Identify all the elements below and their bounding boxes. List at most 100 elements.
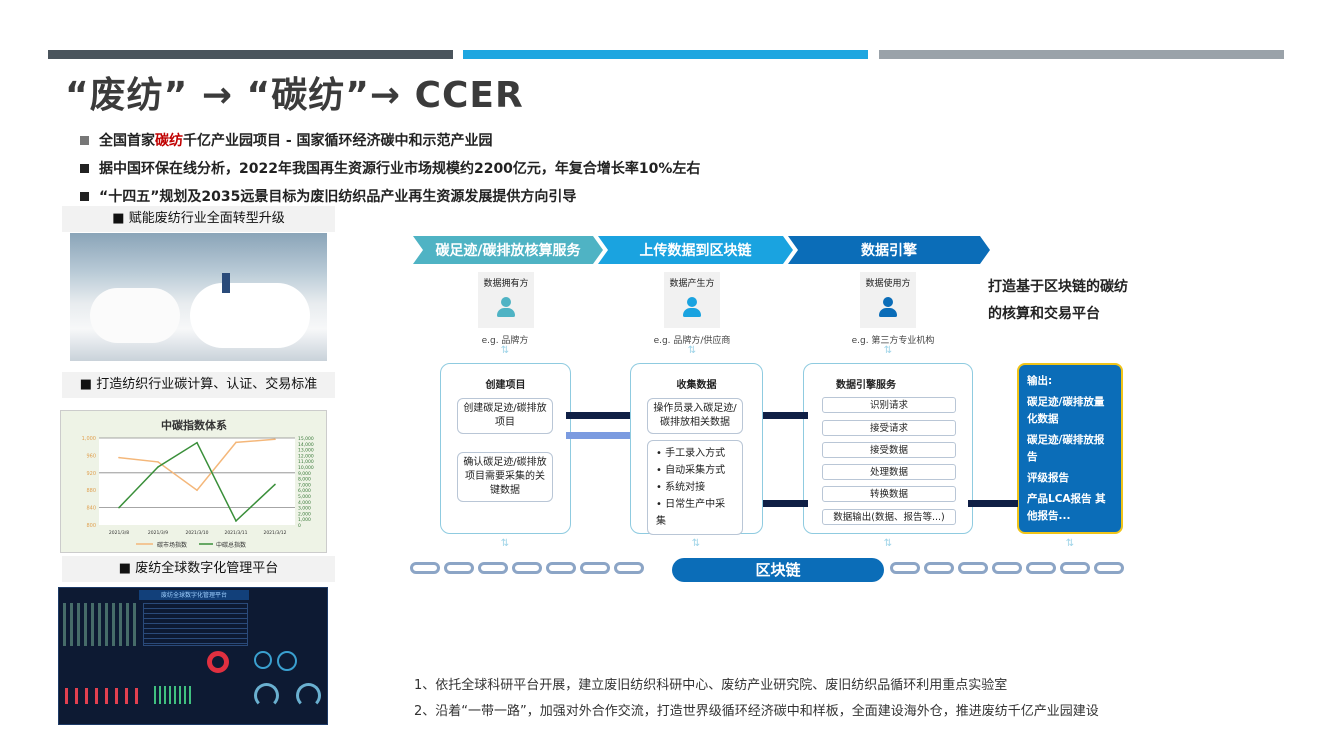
y-left-tick: 880: [86, 488, 96, 494]
engine-step: 接受数据: [822, 442, 956, 458]
card-title: 创建项目: [485, 380, 526, 391]
updown-arrow-icon: ⇅: [691, 538, 701, 549]
stage-upload-blockchain: 上传数据到区块链: [598, 236, 793, 264]
card-data-engine: 数据引擎服务 识别请求 接受请求 接受数据 处理数据 转换数据 数据输出(数据、…: [803, 363, 973, 534]
y-right-tick: 10,000: [298, 465, 314, 471]
party-owner: 数据拥有方: [478, 272, 534, 328]
data-point: [118, 456, 120, 459]
output-box: 输出: 碳足迹/碳排放量化数据 碳足迹/碳排放报告 评级报告 产品LCA报告 其…: [1017, 363, 1123, 534]
person-icon: [501, 297, 511, 307]
label-platform: ■ 废纺全球数字化管理平台: [62, 556, 335, 582]
person-icon: [687, 297, 697, 307]
y-left-tick: 960: [86, 453, 96, 459]
legend-label-1: 碳市场指数: [157, 541, 187, 549]
person-icon: [883, 297, 893, 307]
updown-arrow-icon: ⇅: [500, 345, 510, 356]
y-right-tick: 0: [298, 523, 301, 529]
dashboard-screenshot: 废纺全球数字化管理平台: [58, 587, 328, 725]
note-2: 2、沿着“一带一路”，加强对外合作交流，打造世界级循环经济碳中和样板，全面建设海…: [414, 704, 1099, 719]
blockchain-pill: 区块链: [672, 558, 884, 582]
party-producer-label: 数据产生方: [669, 279, 715, 289]
x-tick: 2021/3/8: [109, 530, 129, 536]
arrow-left-icon: [566, 432, 630, 439]
y-right-tick: 1,000: [298, 517, 311, 523]
arrow-right-icon: [566, 412, 630, 419]
y-left-tick: 920: [86, 471, 96, 477]
label-standards: ■ 打造纺织行业碳计算、认证、交易标准: [62, 372, 335, 398]
y-right-tick: 4,000: [298, 500, 311, 506]
slogan: 打造基于区块链的碳纺的核算和交易平台: [988, 279, 1128, 322]
header-bar-blue: [463, 50, 868, 59]
note-1: 1、依托全球科研平台开展，建立废旧纺织科研中心、废纺产业研究院、废旧纺织品循环利…: [414, 678, 1008, 693]
create-item: 确认碳足迹/碳排放项目需要采集的关键数据: [457, 452, 553, 502]
card-title: 收集数据: [676, 380, 717, 391]
updown-arrow-icon: ⇅: [1065, 538, 1075, 549]
header-bar-dark: [48, 50, 453, 59]
arrow-right-icon: [763, 500, 808, 507]
bullet-2: 据中国环保在线分析，2022年我国再生资源行业市场规模约2200亿元，年复合增长…: [80, 158, 700, 178]
y-right-tick: 2,000: [298, 511, 311, 517]
carbon-index-chart: 中碳指数体系 8008408809209601,00001,0002,0003,…: [60, 410, 327, 553]
collect-item: 操作员录入碳足迹/碳排放相关数据: [647, 398, 743, 434]
chart-title: 中碳指数体系: [161, 418, 227, 432]
y-right-tick: 3,000: [298, 506, 311, 512]
y-left-tick: 1,000: [82, 436, 96, 442]
slide-title: “废纺” → “碳纺”→ CCER: [65, 75, 524, 116]
data-point: [196, 489, 198, 491]
data-point: [274, 438, 276, 441]
data-point: [274, 483, 276, 486]
y-left-tick: 800: [86, 523, 96, 529]
arrow-right-icon: [968, 500, 1018, 507]
data-point: [157, 461, 159, 463]
bullet-3: “十四五”规划及2035远景目标为废旧纺织品产业再生资源发展提供方向引导: [80, 186, 576, 206]
chain-links-left: [410, 562, 644, 576]
updown-arrow-icon: ⇅: [500, 538, 510, 549]
party-owner-example: e.g. 品牌方: [481, 336, 529, 346]
y-left-tick: 840: [86, 506, 96, 512]
engine-step: 处理数据: [822, 464, 956, 480]
updown-arrow-icon: ⇅: [883, 538, 893, 549]
engine-step: 数据输出(数据、报告等...): [822, 509, 956, 525]
card-collect-data: 收集数据 操作员录入碳足迹/碳排放相关数据 • 手工录入方式• 自动采集方式• …: [630, 363, 763, 535]
header-bar-gray: [879, 50, 1284, 59]
party-user: 数据使用方: [860, 272, 916, 328]
collect-methods: • 手工录入方式• 自动采集方式• 系统对接• 日常生产中采集: [647, 440, 743, 535]
x-tick: 2021/3/12: [263, 530, 286, 536]
updown-arrow-icon: ⇅: [687, 345, 697, 356]
data-point: [157, 466, 159, 468]
y-right-tick: 11,000: [298, 459, 314, 465]
factory-photo: [70, 233, 327, 361]
x-tick: 2021/3/10: [185, 530, 208, 536]
bullet-1: 全国首家碳纺千亿产业园项目 - 国家循环经济碳中和示范产业园: [80, 130, 493, 150]
y-right-tick: 15,000: [298, 436, 314, 442]
y-right-tick: 14,000: [298, 442, 314, 448]
party-user-label: 数据使用方: [865, 279, 911, 289]
chain-links-right: [890, 562, 1124, 576]
y-right-tick: 12,000: [298, 453, 314, 459]
x-tick: 2021/3/11: [224, 530, 247, 536]
x-tick: 2021/3/9: [148, 530, 168, 536]
updown-arrow-icon: ⇅: [883, 345, 893, 356]
party-producer: 数据产生方: [664, 272, 720, 328]
label-empower: ■ 赋能废纺行业全面转型升级: [62, 206, 335, 232]
party-producer-example: e.g. 品牌方/供应商: [653, 336, 731, 346]
party-owner-label: 数据拥有方: [483, 279, 529, 289]
y-right-tick: 7,000: [298, 482, 311, 488]
engine-step: 转换数据: [822, 486, 956, 502]
y-right-tick: 13,000: [298, 448, 314, 454]
y-right-tick: 9,000: [298, 471, 311, 477]
arrow-right-icon: [763, 412, 808, 419]
data-point: [235, 520, 237, 522]
card-title: 数据引擎服务: [836, 380, 896, 391]
legend-label-2: 中碳总指数: [216, 541, 246, 549]
y-right-tick: 8,000: [298, 477, 311, 483]
engine-step: 识别请求: [822, 397, 956, 413]
card-create-project: 创建项目 创建碳足迹/碳排放项目 确认碳足迹/碳排放项目需要采集的关键数据: [440, 363, 571, 534]
stage-data-engine: 数据引擎: [788, 236, 990, 264]
data-point: [235, 441, 237, 444]
create-item: 创建碳足迹/碳排放项目: [457, 398, 553, 434]
y-right-tick: 6,000: [298, 488, 311, 494]
y-right-tick: 5,000: [298, 494, 311, 500]
engine-step: 接受请求: [822, 420, 956, 436]
party-user-example: e.g. 第三方专业机构: [851, 336, 935, 346]
